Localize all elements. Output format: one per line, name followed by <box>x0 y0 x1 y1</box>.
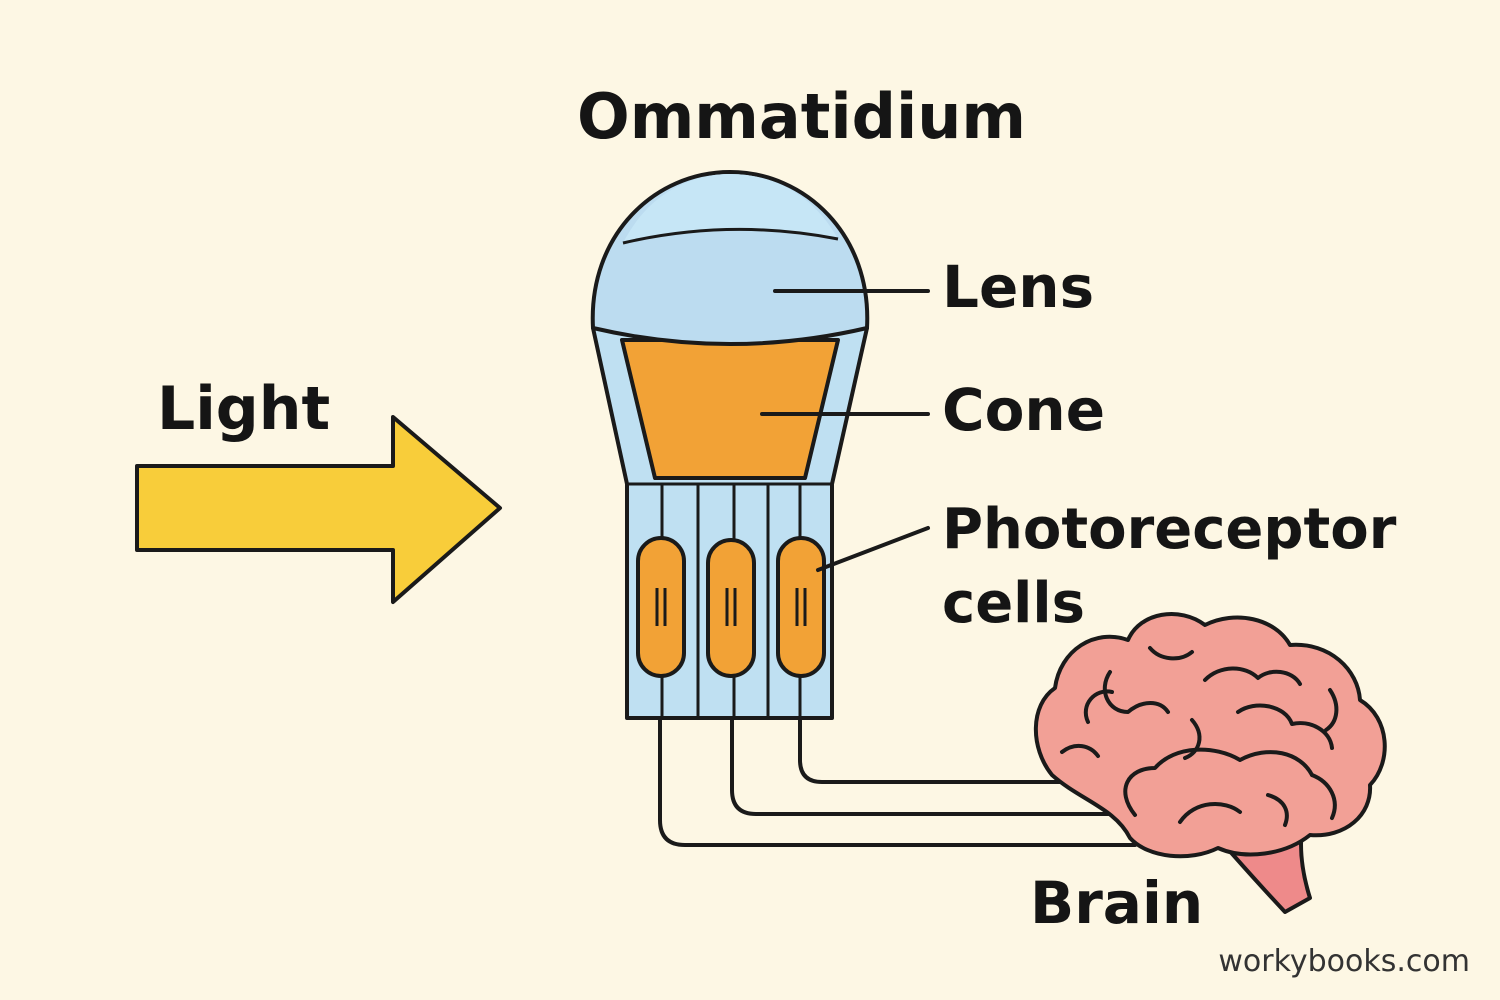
photoreceptor-cell <box>706 538 756 678</box>
lens-band-line <box>622 227 839 245</box>
brain-folds <box>1060 646 1339 827</box>
photoreceptor-label: Photoreceptor cells <box>942 493 1396 641</box>
photoreceptor-cell <box>776 536 826 678</box>
lens-top-cap <box>623 174 838 243</box>
crystalline-cone <box>620 338 840 480</box>
nerve-fibers <box>658 716 1137 847</box>
cone-label: Cone <box>942 376 1106 444</box>
photoreceptor-cells <box>636 536 826 678</box>
photoreceptor-cell <box>636 536 686 678</box>
photoreceptor-leader <box>816 526 930 572</box>
brain-label: Brain <box>1030 869 1204 937</box>
watermark: workybooks.com <box>1218 944 1470 979</box>
light-label: Light <box>157 374 331 444</box>
light-arrow <box>135 415 502 604</box>
brain <box>1033 612 1387 859</box>
lens-label: Lens <box>942 253 1095 321</box>
diagram-title: Ommatidium <box>577 80 1027 153</box>
leader-lines <box>760 289 930 572</box>
photoreceptor-label-line1: Photoreceptor <box>942 497 1397 562</box>
photoreceptor-label-line2: cells <box>942 571 1085 636</box>
